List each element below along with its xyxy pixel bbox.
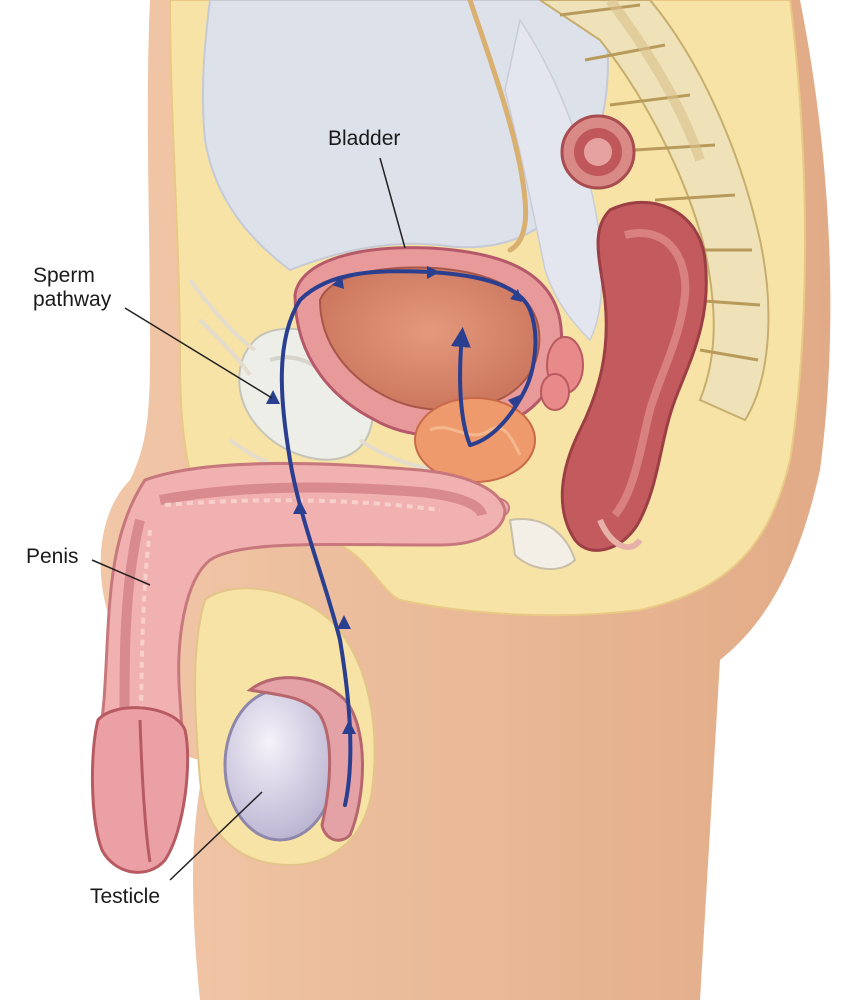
- sperm-pathway-label: Sperm pathway: [33, 264, 111, 312]
- spine: [538, 0, 770, 422]
- bladder-label: Bladder: [328, 127, 401, 150]
- penis-leader: [91, 559, 151, 586]
- ejaculatory-branch: [450, 327, 472, 447]
- penis: [90, 461, 507, 874]
- testicle-leader: [169, 791, 263, 881]
- sperm-pathway-leader: [124, 307, 273, 399]
- testicle-label: Testicle: [90, 885, 161, 908]
- ligaments: [188, 278, 451, 482]
- bladder: [293, 246, 564, 438]
- sperm-pathway: [279, 269, 538, 807]
- ureter-tube: [467, 0, 529, 253]
- sperm-pathway-label-line2: pathway: [33, 288, 112, 312]
- penis-label: Penis: [26, 545, 79, 568]
- prostate: [414, 397, 536, 483]
- bladder-leader: [379, 157, 406, 249]
- colon-section: [560, 114, 636, 190]
- seminal-vesicle: [540, 336, 584, 411]
- testicle: [223, 676, 364, 842]
- sperm-pathway-label-line1: Sperm: [33, 264, 95, 287]
- pathway-arrows: [266, 266, 522, 734]
